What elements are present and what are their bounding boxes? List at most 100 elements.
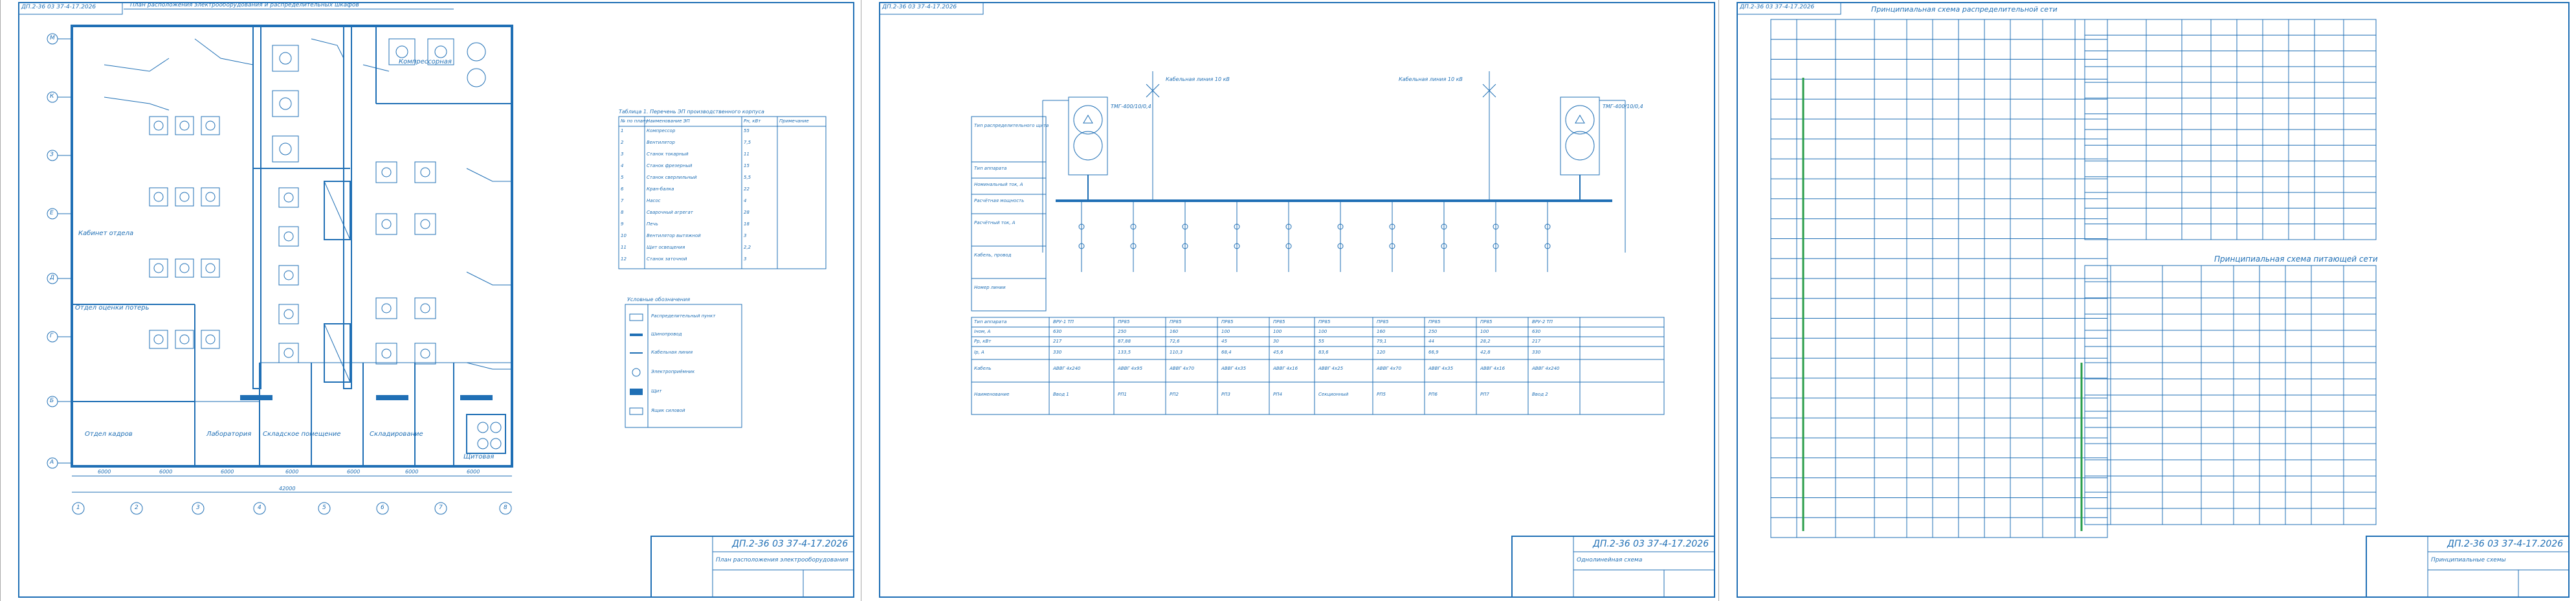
table-header-cell: Примечание	[779, 119, 809, 124]
feeder-cell: ПР85	[1273, 319, 1285, 324]
feeder-cell: 100	[1480, 329, 1489, 334]
feeders	[1078, 201, 1551, 272]
equipment-group-center	[272, 45, 299, 363]
feeder-cell: ПР85	[1170, 319, 1182, 324]
side-label: Тип аппарата	[974, 166, 1007, 171]
cable-entry-right	[1482, 71, 1496, 201]
axis-number: 2	[135, 505, 139, 511]
feeder-cell: 44	[1428, 339, 1434, 344]
legend-title: Условные обозначения	[627, 297, 691, 302]
title-block	[650, 536, 854, 598]
table-cell: 10	[621, 233, 627, 238]
corner-code: ДП.2-36 03 37-4-17.2026	[882, 4, 957, 10]
title-block	[2366, 536, 2570, 598]
row-label: Iном, А	[974, 329, 991, 334]
feeder-cell: РП1	[1118, 392, 1127, 397]
stamp-code: ДП.2-36 03 37-4-17.2026	[1593, 539, 1709, 549]
legend-item: Щит	[651, 389, 662, 394]
transformer-right	[1560, 96, 1626, 253]
feeder-cell: Ввод 1	[1053, 392, 1069, 397]
feeder-cell: ПР85	[1428, 319, 1441, 324]
feeder-cell: ПР85	[1221, 319, 1234, 324]
feeder-cell: АВВГ 4х35	[1221, 366, 1247, 371]
axis-number: 6	[381, 505, 384, 511]
feeder-cell: АВВГ 4х70	[1170, 366, 1195, 371]
table-header-cell: Наименование ЭП	[647, 119, 690, 124]
axis-number: 4	[258, 505, 261, 511]
feeder-cell: ПР85	[1118, 319, 1130, 324]
axis-letter: Д	[50, 275, 55, 281]
stamp-code: ДП.2-36 03 37-4-17.2026	[2447, 539, 2564, 549]
feeder-cell: 42,8	[1480, 350, 1491, 355]
supply-table-right	[2084, 265, 2377, 525]
axis-letter: К	[50, 93, 54, 100]
axis-number: 1	[76, 505, 80, 511]
stamp-title: План расположения электрооборудования	[716, 557, 849, 563]
room-label: Складское помещение	[263, 431, 341, 438]
table-cell: 1	[621, 128, 624, 133]
feeder-cell: 72,6	[1170, 339, 1180, 344]
room-label: Компрессорная	[399, 58, 452, 65]
row-label: Кабель	[974, 366, 992, 371]
table-cell: 7	[621, 198, 624, 203]
dimension-label: 6000	[221, 469, 234, 475]
feeder-cell: 30	[1273, 339, 1279, 344]
feeder-cell: АВВГ 4х35	[1428, 366, 1454, 371]
corner-code: ДП.2-36 03 37-4-17.2026	[1740, 4, 1815, 10]
dimension-label: 6000	[467, 469, 480, 475]
room-label: Щитовая	[463, 453, 494, 460]
table-cell: 28	[744, 210, 749, 215]
stamp-title: Принципиальные схемы	[2431, 557, 2506, 563]
equipment-group-left	[149, 116, 220, 349]
feeder-cell: 87,88	[1118, 339, 1131, 344]
feeder-cell: 160	[1170, 329, 1179, 334]
corner-code: ДП.2-36 03 37-4-17.2026	[21, 4, 96, 10]
table-cell: Станок токарный	[647, 152, 689, 157]
feeder-cell: 45	[1221, 339, 1227, 344]
feeder-cell: Секционный	[1318, 392, 1349, 397]
row-label: Наименование	[974, 392, 1010, 397]
dimension-label: 6000	[285, 469, 299, 475]
table-cell: 5,5	[744, 175, 751, 180]
trafo-label-left: ТМГ-400/10/0,4	[1111, 104, 1151, 109]
table-cell: 9	[621, 221, 624, 227]
table-cell: 3	[744, 256, 747, 262]
dimension-total: 42000	[279, 486, 296, 492]
axis-number: 3	[196, 505, 200, 511]
axis-number: 8	[504, 505, 507, 511]
feeder-cell: РП2	[1170, 392, 1179, 397]
title-block	[1511, 536, 1715, 598]
dimension-label: 6000	[98, 469, 111, 475]
schematic-title-top: Принципиальная схема распределительной с…	[1871, 5, 2058, 14]
table-cell: 3	[744, 233, 747, 238]
table-cell: 2,2	[744, 245, 751, 250]
cable-label-right: Кабельная линия 10 кВ	[1399, 76, 1463, 82]
feeder-cell: РП7	[1480, 392, 1489, 397]
room-label: Кабинет отдела	[78, 230, 134, 237]
feeder-cell: 110,3	[1170, 350, 1183, 355]
dimension-label: 6000	[405, 469, 419, 475]
dimension-label: 6000	[159, 469, 173, 475]
transformer-left	[1042, 96, 1108, 253]
feeder-cell: ПР85	[1480, 319, 1493, 324]
drawing-sheet-plan: ДП.2-36 03 37-4-17.2026 План расположени…	[0, 0, 858, 601]
feeder-cell: ВРУ-2 ТП	[1532, 319, 1553, 324]
feeder-cell: РП3	[1221, 392, 1230, 397]
table-header-cell: № по плану	[621, 119, 649, 124]
table-cell: Станок сверлильный	[647, 175, 697, 180]
distribution-table-left	[1770, 19, 2108, 538]
trafo-label-right: ТМГ-400/10/0,4	[1603, 104, 1643, 109]
side-label: Расчётная мощность	[974, 198, 1025, 203]
feeder-cell: ПР85	[1318, 319, 1331, 324]
table-cell: 4	[744, 198, 747, 203]
feeder-table	[971, 317, 1665, 415]
feeder-cell: 630	[1532, 329, 1541, 334]
feeder-cell: 250	[1428, 329, 1438, 334]
table-cell: Щит освещения	[647, 245, 685, 250]
axis-letter: З	[50, 152, 54, 158]
legend-item: Распределительный пункт	[651, 313, 716, 319]
schematics-svg	[1737, 2, 2570, 598]
axis-letter: Б	[50, 398, 54, 404]
feeder-cell: РП6	[1428, 392, 1438, 397]
room-label: Лаборатория	[206, 431, 252, 438]
